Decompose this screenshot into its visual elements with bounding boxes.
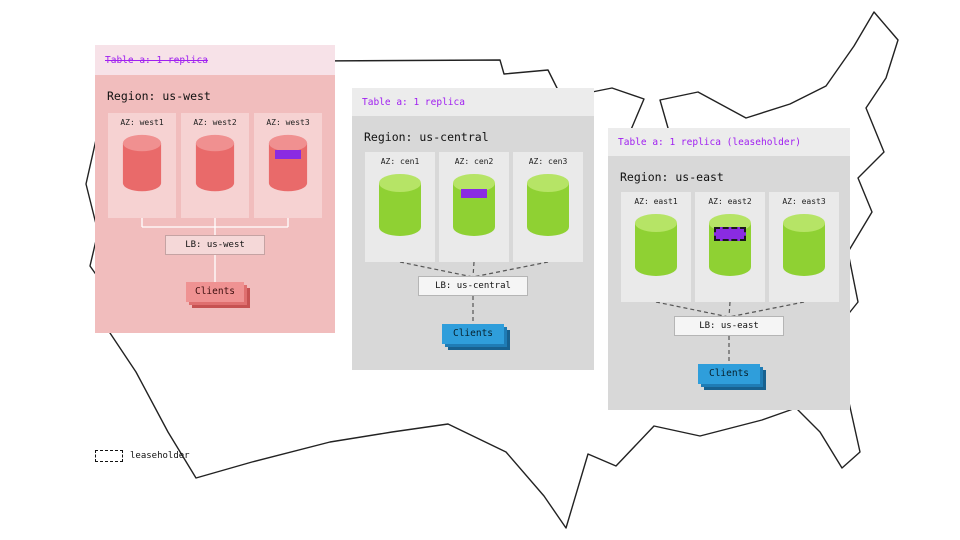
region-title-us-east: Region: us-east (620, 170, 724, 184)
database-cylinder-icon (122, 134, 162, 192)
az-row-us-central: AZ: cen1 AZ: cen2 (365, 152, 583, 262)
replica-cylinder-east2 (706, 213, 754, 283)
legend-label: leaseholder (130, 451, 190, 461)
database-cylinder-icon (709, 214, 751, 276)
az-label-west1: AZ: west1 (120, 118, 164, 127)
replica-marker-icon (275, 150, 301, 159)
table-header-us-east: Table a: 1 replica (leaseholder) (608, 128, 850, 156)
load-balancer-us-east: LB: us-east (674, 316, 784, 336)
az-box-west2: AZ: west2 (181, 113, 249, 218)
az-row-us-west: AZ: west1 AZ: west2 AZ: (108, 113, 322, 218)
az-row-us-east: AZ: east1 AZ: east2 (621, 192, 839, 302)
region-panel-us-west: Table a: 1 replica Region: us-west AZ: w… (95, 45, 335, 333)
table-label-us-central: Table a: 1 replica (362, 96, 465, 108)
legend: leaseholder (95, 450, 190, 462)
database-cylinder-icon (783, 214, 825, 276)
az-box-west1: AZ: west1 (108, 113, 176, 218)
region-panel-us-central: Table a: 1 replica Region: us-central AZ… (352, 88, 594, 370)
region-title-us-central: Region: us-central (364, 130, 489, 144)
az-label-cen2: AZ: cen2 (454, 157, 494, 166)
clients-box-us-west: Clients (186, 282, 244, 302)
az-box-east2: AZ: east2 (695, 192, 765, 302)
database-cylinder-icon (195, 134, 235, 192)
az-box-cen2: AZ: cen2 (439, 152, 509, 262)
database-cylinder-icon (268, 134, 308, 192)
replica-cylinder-cen3 (524, 173, 572, 243)
clients-box-us-central: Clients (442, 324, 504, 344)
table-header-us-central: Table a: 1 replica (352, 88, 594, 116)
database-cylinder-icon (453, 174, 495, 236)
az-box-east3: AZ: east3 (769, 192, 839, 302)
az-label-cen3: AZ: cen3 (528, 157, 568, 166)
load-balancer-us-west: LB: us-west (165, 235, 265, 255)
replica-cylinder-west1 (120, 134, 164, 198)
table-label-us-west: Table a: 1 replica (105, 54, 208, 66)
replica-cylinder-cen2 (450, 173, 498, 243)
replica-cylinder-cen1 (376, 173, 424, 243)
clients-box-us-east: Clients (698, 364, 760, 384)
az-label-east2: AZ: east2 (708, 197, 752, 206)
leaseholder-marker-icon (714, 227, 746, 241)
region-title-us-west: Region: us-west (107, 89, 211, 103)
leaseholder-legend-swatch-icon (95, 450, 123, 462)
load-balancer-us-central: LB: us-central (418, 276, 528, 296)
region-panel-us-east: Table a: 1 replica (leaseholder) Region:… (608, 128, 850, 410)
az-label-east1: AZ: east1 (634, 197, 678, 206)
az-label-west3: AZ: west3 (266, 118, 310, 127)
table-label-us-east: Table a: 1 replica (leaseholder) (618, 136, 802, 148)
replica-marker-icon (461, 189, 487, 198)
replica-cylinder-west3 (266, 134, 310, 198)
database-cylinder-icon (379, 174, 421, 236)
az-label-west2: AZ: west2 (193, 118, 237, 127)
table-header-us-west: Table a: 1 replica (95, 45, 335, 75)
az-label-cen1: AZ: cen1 (380, 157, 420, 166)
az-box-west3: AZ: west3 (254, 113, 322, 218)
replica-cylinder-east1 (632, 213, 680, 283)
az-box-east1: AZ: east1 (621, 192, 691, 302)
az-box-cen1: AZ: cen1 (365, 152, 435, 262)
replica-cylinder-west2 (193, 134, 237, 198)
replica-cylinder-east3 (780, 213, 828, 283)
az-box-cen3: AZ: cen3 (513, 152, 583, 262)
database-cylinder-icon (635, 214, 677, 276)
database-cylinder-icon (527, 174, 569, 236)
az-label-east3: AZ: east3 (782, 197, 826, 206)
